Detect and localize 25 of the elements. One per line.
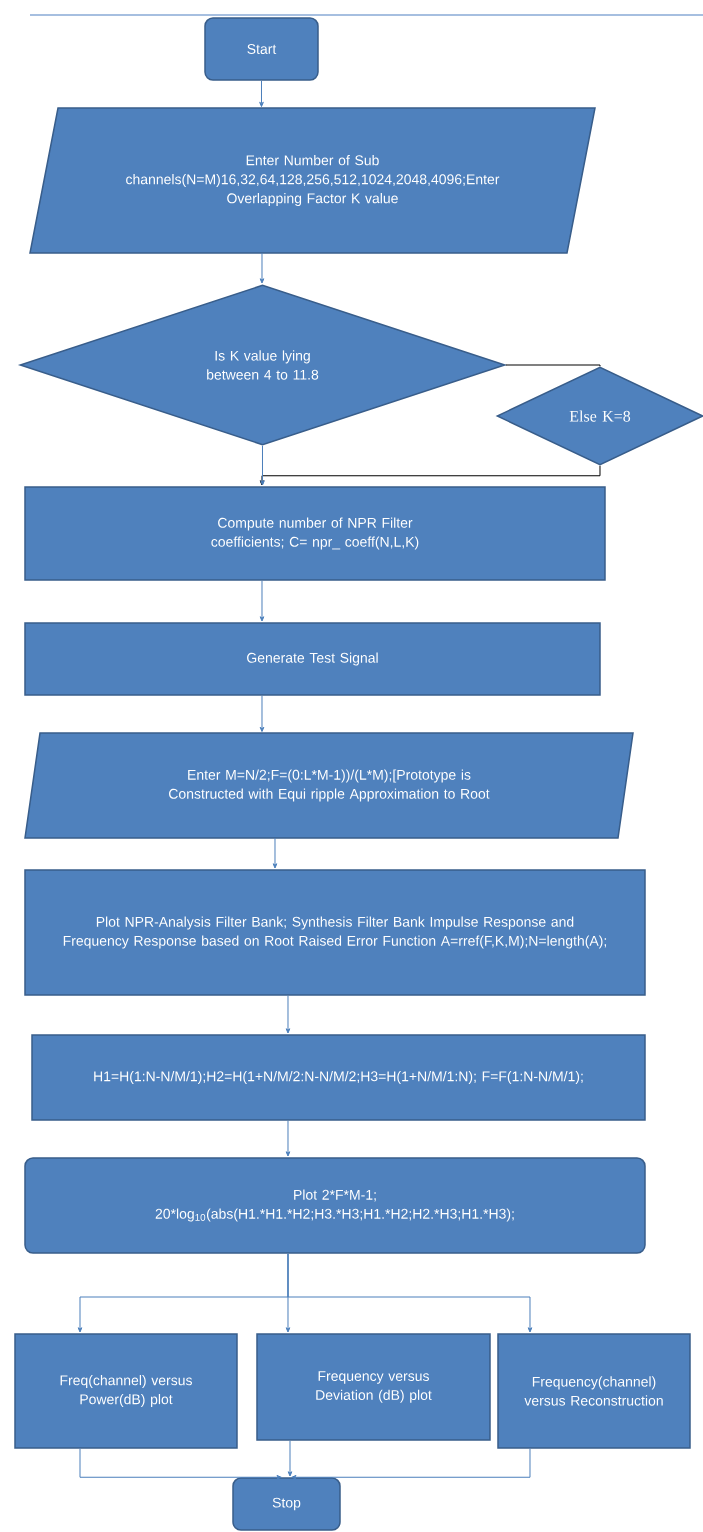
output-box: Frequency(channel) versus Reconstruction	[497, 1333, 691, 1449]
input-parallelogram: Enter Number of Sub channels(N=M)16,32,64,128,256,512,1024,2048,4096;Enter Overlapping Factor K value	[29, 107, 596, 254]
arrow	[259, 580, 265, 622]
stop-terminal: Stop	[232, 1477, 341, 1531]
arrow	[259, 252, 265, 284]
arrow	[287, 1253, 533, 1333]
output-box: Freq(channel) versus Power(dB) plot	[14, 1333, 238, 1449]
process-box: Plot 2*F*M-1; 20*log$_{10}$(abs(H1.*H1.*H2;H3.*H3;H1.*H2;H2.*H3;H1.*H3);	[24, 1157, 646, 1254]
arrow	[259, 465, 601, 486]
start-terminal: Start	[204, 17, 319, 81]
process-box: H1=H(1:N-N/M/1);H2=H(1+N/M/2:N-N/M/2;H3=H(1+N/M/1:N); F=F(1:N-N/M/1);	[31, 1034, 646, 1121]
arrow	[259, 695, 265, 733]
arrow	[272, 837, 278, 869]
arrow	[285, 1120, 291, 1157]
arrow	[285, 995, 291, 1034]
process-box: Generate Test Signal	[24, 622, 601, 696]
input-parallelogram: Enter M=N/2;F=(0:L*M-1))/(L*M);[Prototype is Constructed with Equi ripple Approximation to Root	[24, 732, 634, 839]
process-box: Plot NPR-Analysis Filter Bank; Synthesis Filter Bank Impulse Response and Frequency Response based on Root Raised Error Function A=rref(F,K,M);N=length(A);	[24, 869, 646, 996]
arrow	[287, 1440, 293, 1477]
output-box: Frequency versus Deviation (dB) plot	[256, 1333, 491, 1441]
arrow	[79, 1448, 282, 1480]
arrow	[259, 80, 264, 108]
arrow	[260, 445, 265, 486]
arrow	[291, 1448, 531, 1480]
process-box: Compute number of NPR Filter coefficients; C= npr_ coeff(N,L,K)	[24, 486, 606, 581]
